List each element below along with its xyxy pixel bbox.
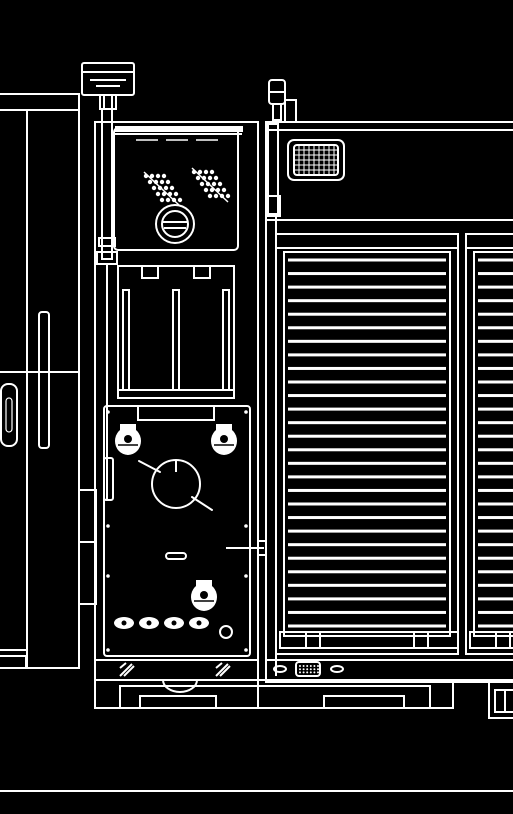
louver-slat xyxy=(478,407,513,411)
left-cabinet xyxy=(0,93,97,669)
louver-slat xyxy=(478,597,513,601)
louver-slat xyxy=(478,583,513,587)
louver-slat xyxy=(288,583,446,587)
louver-slat xyxy=(478,610,513,614)
louver-slat xyxy=(478,488,513,492)
louver-slat xyxy=(288,326,446,330)
louver-slat xyxy=(478,272,513,276)
louver-slat xyxy=(478,353,513,357)
louver-slat xyxy=(478,366,513,370)
ventilation-grille xyxy=(287,139,345,181)
louver-slat xyxy=(288,258,446,262)
louver-slat xyxy=(478,299,513,303)
louver-slat xyxy=(288,285,446,289)
louver-slat xyxy=(478,475,513,479)
louver-slat xyxy=(478,570,513,574)
cabinet-handle xyxy=(38,311,50,449)
louver-slat xyxy=(478,312,513,316)
top-valve xyxy=(81,62,135,110)
louver-slat xyxy=(478,394,513,398)
louver-slat xyxy=(288,448,446,452)
louver-slat xyxy=(288,434,446,438)
louver-slat xyxy=(288,312,446,316)
louver-slat xyxy=(288,529,446,533)
louver-slat xyxy=(288,502,446,506)
louver-slat xyxy=(288,556,446,560)
gauge-icon xyxy=(155,204,195,244)
louver-slat xyxy=(288,380,446,384)
pump-icon xyxy=(138,459,213,511)
louver-slat xyxy=(288,570,446,574)
louver-slat xyxy=(478,421,513,425)
louver-slat xyxy=(288,272,446,276)
louver-slat xyxy=(288,610,446,614)
louver-slat xyxy=(288,421,446,425)
cabinet-latch xyxy=(0,383,18,447)
louver-slat xyxy=(478,502,513,506)
louver-slat xyxy=(288,299,446,303)
louver-slat xyxy=(478,448,513,452)
louver-slat xyxy=(288,366,446,370)
louver-slat xyxy=(478,516,513,520)
louver-slat xyxy=(288,461,446,465)
louver-slat xyxy=(478,461,513,465)
louver-slat xyxy=(478,285,513,289)
louver-slat xyxy=(288,488,446,492)
louver-slat xyxy=(478,529,513,533)
coil-left xyxy=(143,171,183,207)
louver-slat xyxy=(478,339,513,343)
base-panel xyxy=(103,405,267,657)
louver-slat xyxy=(478,326,513,330)
louver-slat xyxy=(288,394,446,398)
louver-slat xyxy=(478,380,513,384)
louver-slat xyxy=(288,339,446,343)
louver-slat xyxy=(478,543,513,547)
louver-slat xyxy=(288,407,446,411)
louver-slat xyxy=(478,258,513,262)
coil-right xyxy=(191,167,231,203)
frame-module xyxy=(117,265,235,399)
louver-slat xyxy=(288,597,446,601)
louver-slat xyxy=(478,624,513,628)
louver-slat xyxy=(288,353,446,357)
louvered-door xyxy=(275,233,513,655)
louver-slat xyxy=(478,434,513,438)
louver-slat xyxy=(288,543,446,547)
louver-slat xyxy=(288,475,446,479)
plinth xyxy=(265,659,513,719)
upper-tank xyxy=(113,126,243,251)
louver-slat xyxy=(288,516,446,520)
louver-slat xyxy=(288,624,446,628)
louver-slat xyxy=(478,556,513,560)
